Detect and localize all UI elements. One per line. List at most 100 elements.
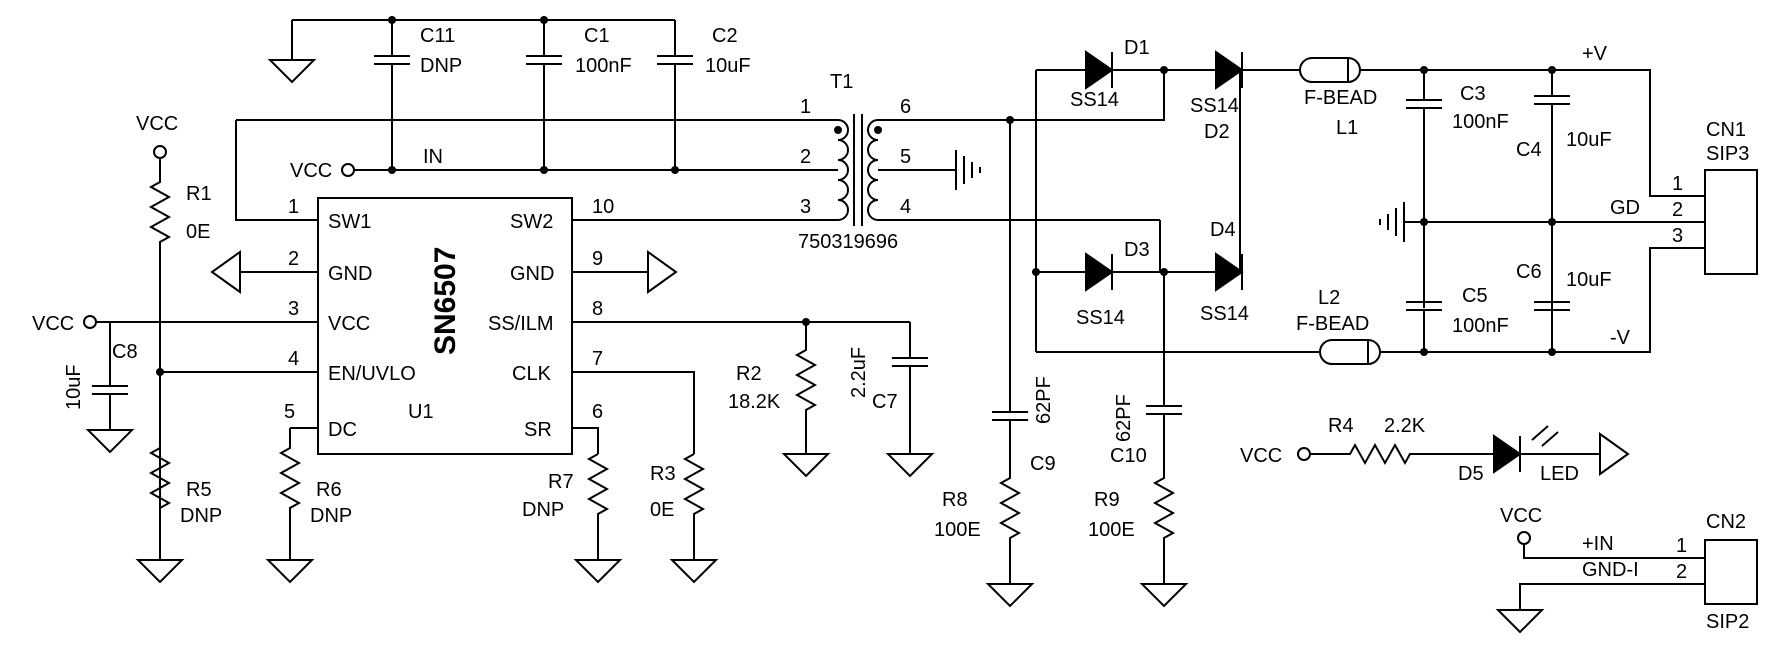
vcc-label-in: VCC [290, 160, 332, 182]
ic-pin2-name: GND [328, 263, 372, 285]
ground-symbol-r6 [265, 559, 315, 584]
c8-ref: C8 [112, 341, 138, 363]
c4-value: 10uF [1566, 129, 1612, 151]
output-filter: F-BEAD L1 +V C3 100nF C4 10uF GD C5 100n… [1296, 43, 1705, 365]
r9-value: 100E [1088, 519, 1135, 541]
cn2-ref: CN2 [1706, 511, 1746, 533]
c9-ref: C9 [1030, 453, 1056, 475]
plus-in-label: +IN [1582, 533, 1614, 555]
c11-value: DNP [420, 55, 462, 77]
ic-pin10-num: 10 [592, 196, 614, 218]
ground-symbol-r3 [669, 559, 719, 584]
cn1-pin-2: 2 [1672, 199, 1683, 221]
ground-symbol-pin9 [647, 250, 678, 294]
r4-ref: R4 [1328, 415, 1354, 437]
c2-ref: C2 [712, 25, 738, 47]
vcc-terminal-in[interactable] [341, 163, 355, 177]
ic-pin4-name: EN/UVLO [328, 363, 416, 385]
ground-symbol-r7 [573, 559, 623, 584]
l2-ref: L2 [1318, 287, 1340, 309]
cn2-pin-1: 1 [1676, 535, 1687, 557]
vcc-label-cn2: VCC [1500, 505, 1542, 527]
t1-ref: T1 [830, 71, 853, 93]
ic-pin5-num: 5 [284, 401, 295, 423]
ic-pin7-num: 7 [592, 348, 603, 370]
vcc-terminal-led[interactable] [1297, 447, 1311, 461]
cn1-ref: CN1 [1706, 119, 1746, 141]
cn1-part: SIP3 [1706, 143, 1749, 165]
ic-pin8-name: SS/ILM [488, 313, 554, 335]
t1-pin-2: 2 [800, 146, 811, 168]
r2-ref: R2 [736, 363, 762, 385]
d3-value: SS14 [1076, 307, 1125, 329]
l1-ref: L1 [1336, 117, 1358, 139]
ic-pin1-num: 1 [288, 196, 299, 218]
ic-pin4-num: 4 [288, 348, 299, 370]
d4-value: SS14 [1200, 303, 1249, 325]
r4-value: 2.2K [1384, 415, 1426, 437]
d5-value: LED [1540, 463, 1579, 485]
ic-part-label: SN6507 [429, 247, 462, 355]
r3-value: 0E [650, 499, 674, 521]
ss-network: R2 18.2K 2.2uF C7 [728, 318, 935, 478]
d2-ref: D2 [1204, 121, 1230, 143]
t1-pin-5: 5 [900, 146, 911, 168]
t1-part: 750319696 [798, 231, 898, 253]
ground-symbol-output [1379, 202, 1405, 242]
t1-pin-3: 3 [800, 196, 811, 218]
r5-value: DNP [180, 505, 222, 527]
ic-pin7-name: CLK [512, 363, 552, 385]
rectifier-bridge: D1 SS14 SS14 D2 D3 SS14 D4 SS14 [1006, 37, 1320, 353]
vcc-terminal-c8[interactable] [83, 315, 97, 329]
r6-value: DNP [310, 505, 352, 527]
r8-ref: R8 [942, 489, 968, 511]
ic-sn6507: SN6507 U1 1 SW1 2 GND 3 VCC 4 EN/UVLO 5 … [96, 120, 910, 455]
ground-symbol-r5 [135, 559, 185, 584]
c7-ref: C7 [872, 391, 898, 413]
ground-symbol-r8 [985, 583, 1035, 608]
vcc-terminal-cn2[interactable] [1517, 531, 1531, 545]
in-net-label: IN [423, 146, 443, 168]
t1-pin-1: 1 [800, 96, 811, 118]
ground-symbol-c8 [85, 429, 135, 454]
c1-ref: C1 [584, 25, 610, 47]
snubbers: 62PF C9 R8 100E 62PF C10 R9 100E [934, 120, 1189, 608]
ground-symbol-r9 [1139, 583, 1189, 608]
r7-value: DNP [522, 499, 564, 521]
c9-value: 62PF [1033, 376, 1055, 424]
c3-ref: C3 [1460, 83, 1486, 105]
ic-pin6-num: 6 [592, 401, 603, 423]
ic-pin2-num: 2 [288, 248, 299, 270]
l1-value: F-BEAD [1304, 87, 1377, 109]
ground-symbol-c7 [885, 453, 935, 478]
c5-ref: C5 [1462, 285, 1488, 307]
c6-ref: C6 [1516, 261, 1542, 283]
left-input-network: VCC R1 0E R5 DNP VCC C8 10uF R6 DNP [32, 113, 352, 584]
c7-value: 2.2uF [848, 347, 870, 398]
r2-value: 18.2K [728, 391, 781, 413]
c11-ref: C11 [420, 25, 455, 47]
ground-symbol-pin2 [210, 250, 241, 294]
ic-pin9-name: GND [510, 263, 554, 285]
plus-v-label: +V [1582, 43, 1608, 65]
c4-ref: C4 [1516, 139, 1542, 161]
ic-pin1-name: SW1 [328, 211, 371, 233]
ground-symbol-cn2 [1495, 609, 1545, 634]
c3-value: 100nF [1452, 111, 1509, 133]
t1-pin-4: 4 [900, 196, 911, 218]
l2-value: F-BEAD [1296, 313, 1369, 335]
vcc-label-r1: VCC [136, 113, 178, 135]
vcc-terminal-r1[interactable] [153, 145, 167, 159]
t1-pin-6: 6 [900, 96, 911, 118]
r8-value: 100E [934, 519, 981, 541]
r3-ref: R3 [650, 463, 676, 485]
r9-ref: R9 [1094, 489, 1120, 511]
r7-r3-network: R7 DNP R3 0E [522, 453, 719, 584]
ic-pin10-name: SW2 [510, 211, 553, 233]
d4-ref: D4 [1210, 219, 1236, 241]
r1-ref: R1 [186, 183, 212, 205]
ic-pin8-num: 8 [592, 298, 603, 320]
ground-symbol-led [1599, 432, 1630, 476]
vcc-in-net: VCC IN [290, 146, 832, 182]
